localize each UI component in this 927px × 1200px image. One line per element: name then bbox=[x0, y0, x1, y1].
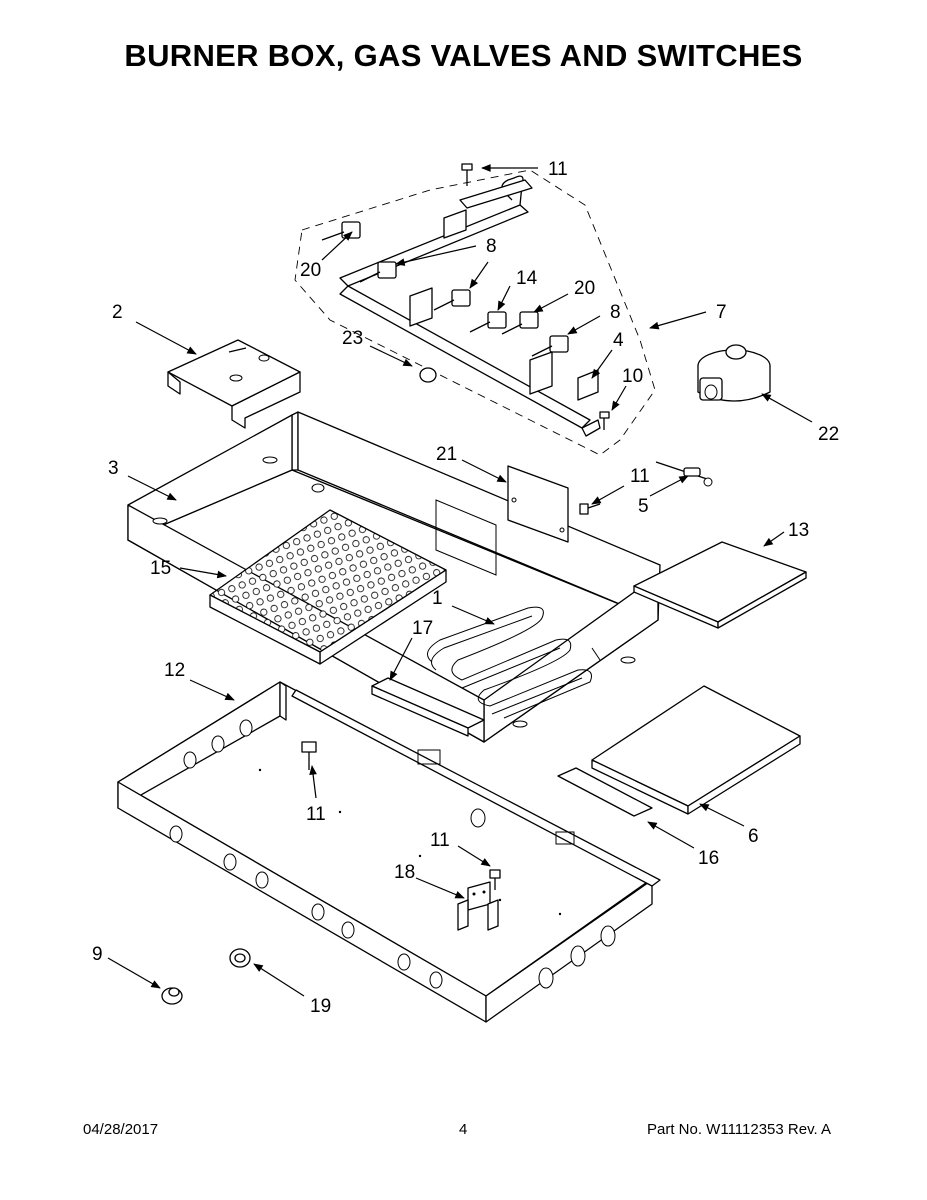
leader-line bbox=[415, 877, 465, 899]
callout-11: 11 bbox=[430, 830, 450, 851]
pressure-regulator bbox=[697, 344, 771, 402]
leader-line bbox=[107, 957, 161, 989]
leader-line bbox=[189, 679, 235, 701]
callout-9: 9 bbox=[92, 944, 103, 965]
leader-line bbox=[461, 459, 507, 483]
leader-line bbox=[321, 231, 353, 261]
deflector-strip bbox=[371, 677, 485, 737]
callout-1: 1 bbox=[432, 588, 443, 609]
callout-8: 8 bbox=[610, 302, 621, 323]
footer-part-number: Part No. W11112353 Rev. A bbox=[647, 1121, 831, 1138]
igniter bbox=[655, 461, 713, 487]
callout-7: 7 bbox=[716, 302, 727, 323]
screw-icon bbox=[599, 411, 610, 430]
leader-line bbox=[451, 605, 495, 625]
knob-icon bbox=[161, 987, 183, 1005]
callout-21: 21 bbox=[436, 444, 457, 465]
footer-date: 04/28/2017 bbox=[83, 1121, 159, 1138]
leader-line bbox=[647, 821, 695, 849]
leader-line bbox=[127, 475, 177, 501]
leader-line bbox=[763, 531, 785, 547]
trim-strip bbox=[557, 767, 653, 817]
callout-13: 13 bbox=[788, 520, 809, 541]
screw-icon bbox=[301, 741, 317, 770]
mounting-bracket bbox=[457, 881, 499, 931]
callout-2: 2 bbox=[112, 302, 123, 323]
bezel-ring bbox=[229, 948, 251, 968]
heating-element-coil bbox=[427, 606, 601, 719]
outer-box bbox=[117, 681, 661, 1023]
callout-8: 8 bbox=[486, 236, 497, 257]
page-title: BURNER BOX, GAS VALVES AND SWITCHES bbox=[124, 38, 803, 73]
callout-20: 20 bbox=[574, 278, 595, 299]
callout-20: 20 bbox=[300, 260, 321, 281]
leader-line bbox=[591, 349, 613, 379]
leader-line bbox=[567, 315, 601, 335]
leader-line bbox=[179, 567, 227, 579]
screw-icon bbox=[579, 503, 601, 515]
leader-line bbox=[497, 285, 511, 311]
callout-16: 16 bbox=[698, 848, 719, 869]
cover-bracket bbox=[167, 339, 301, 429]
leader-line bbox=[253, 963, 305, 997]
callout-19: 19 bbox=[310, 996, 331, 1017]
drip-tray bbox=[633, 541, 807, 629]
callout-15: 15 bbox=[150, 558, 171, 579]
leader-line bbox=[369, 345, 413, 367]
leader-line bbox=[309, 765, 317, 799]
callout-17: 17 bbox=[412, 618, 433, 639]
callout-22: 22 bbox=[818, 424, 839, 445]
leader-line bbox=[761, 393, 813, 423]
leader-line bbox=[591, 485, 625, 505]
leader-line bbox=[389, 637, 413, 681]
leader-line bbox=[457, 845, 491, 867]
leader-line bbox=[611, 385, 627, 411]
callout-4: 4 bbox=[613, 330, 624, 351]
callout-23: 23 bbox=[342, 328, 363, 349]
callout-18: 18 bbox=[394, 862, 415, 883]
footer-page-number: 4 bbox=[459, 1121, 468, 1138]
callout-14: 14 bbox=[516, 268, 538, 289]
callout-12: 12 bbox=[164, 660, 185, 681]
callout-5: 5 bbox=[638, 496, 649, 517]
callout-11: 11 bbox=[630, 466, 650, 487]
gas-manifold-assembly bbox=[294, 169, 656, 456]
leader-line bbox=[469, 261, 489, 289]
leader-line bbox=[395, 245, 477, 266]
leader-line bbox=[135, 321, 197, 355]
screw-icon bbox=[461, 163, 473, 186]
switch-plate bbox=[507, 465, 569, 543]
callout-6: 6 bbox=[748, 826, 759, 847]
callout-3: 3 bbox=[108, 458, 119, 479]
callout-11: 11 bbox=[306, 804, 326, 825]
screw-icon bbox=[489, 869, 501, 890]
cover-panel bbox=[591, 685, 801, 815]
leader-line bbox=[533, 293, 569, 313]
ceramic-burner-plate bbox=[209, 509, 447, 665]
callout-10: 10 bbox=[622, 366, 643, 387]
gas-valve bbox=[321, 221, 569, 357]
leader-line bbox=[699, 803, 745, 827]
leader-line bbox=[649, 311, 707, 330]
callout-11: 11 bbox=[548, 159, 568, 180]
orifice-disc bbox=[419, 367, 437, 383]
leader-line bbox=[649, 475, 689, 497]
